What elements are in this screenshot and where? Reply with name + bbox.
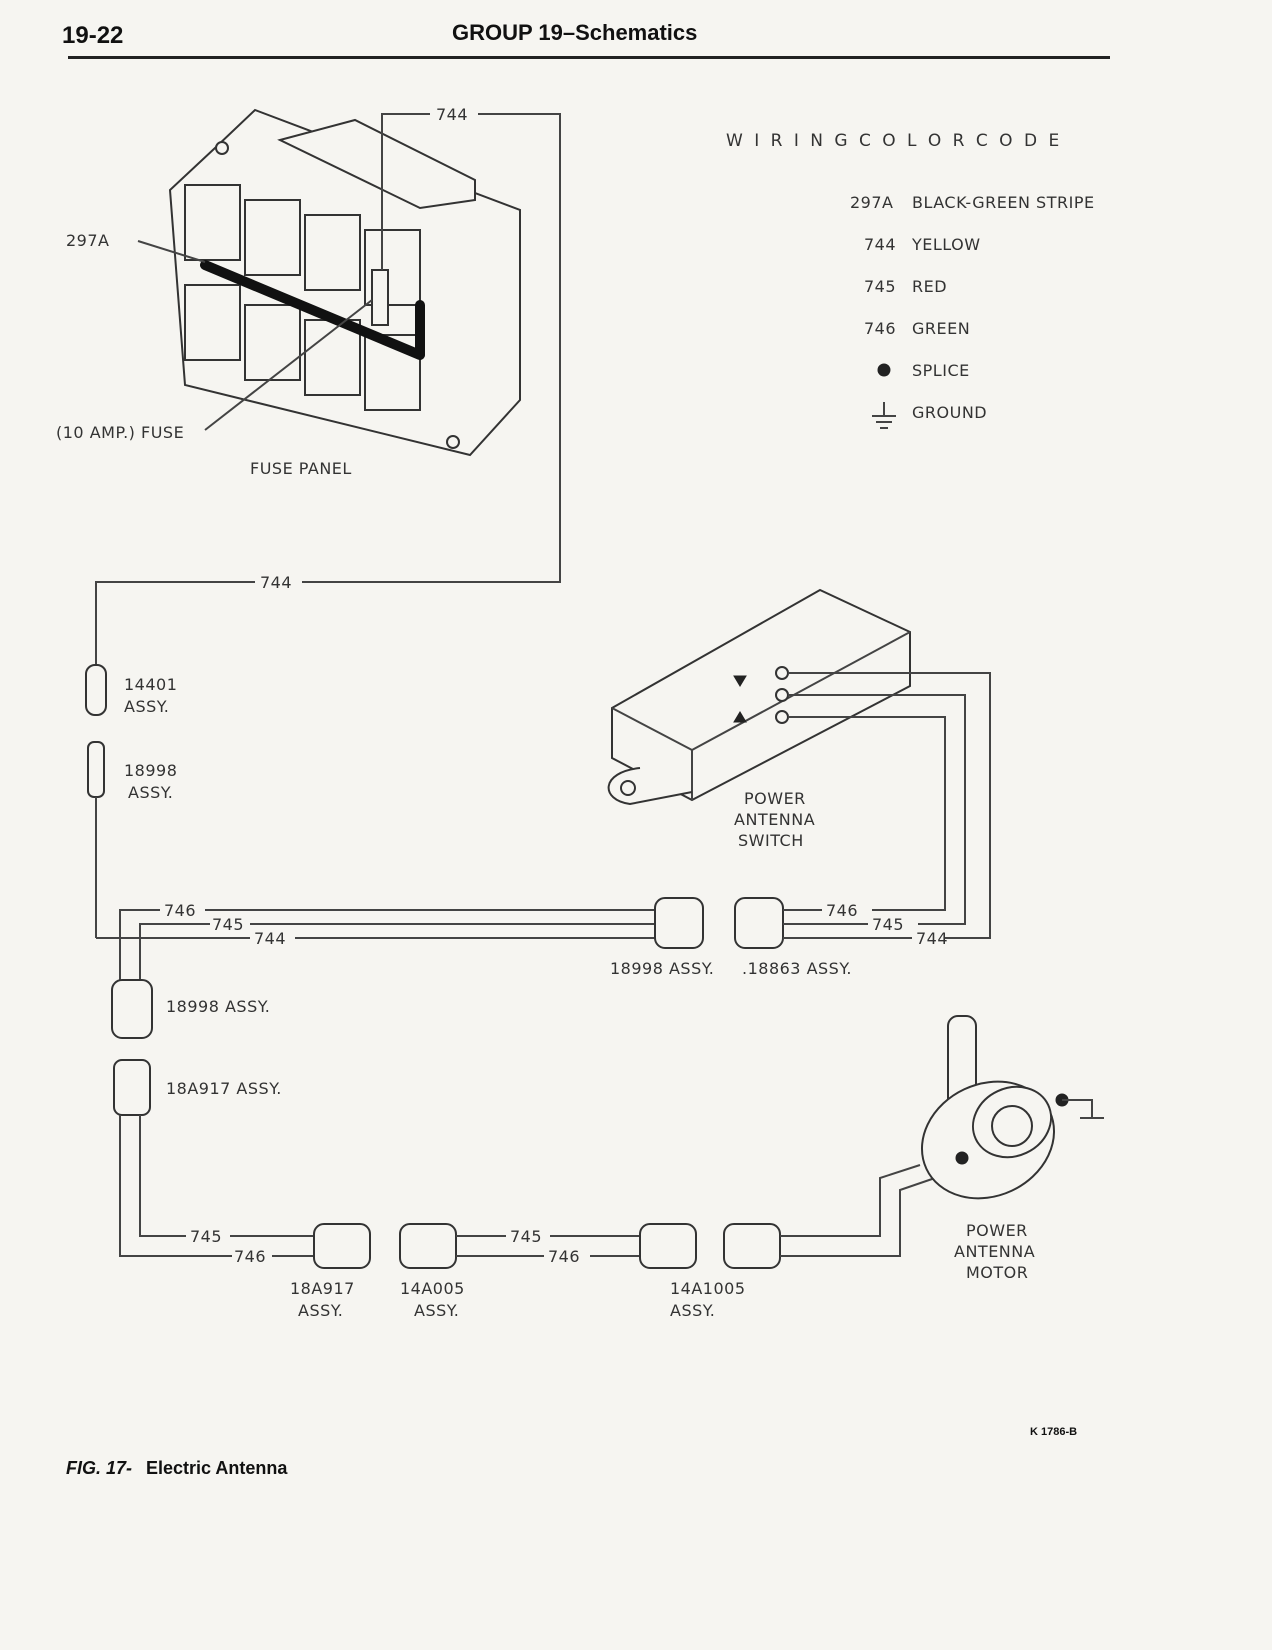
wire-746-to-motor	[780, 1177, 936, 1257]
wire-744-run	[302, 113, 561, 583]
motor-wire-splice-icon	[955, 1151, 969, 1165]
fuse-leader	[204, 299, 373, 431]
legend-ground: GROUND	[912, 403, 987, 422]
wire-745-switch	[788, 694, 966, 925]
connector-14a005-num: 14A005	[400, 1279, 465, 1298]
figure-caption-text: Electric Antenna	[146, 1458, 288, 1478]
figure-reference-code: K 1786-B	[1030, 1426, 1078, 1438]
header-rule	[68, 56, 1110, 59]
wire-746-left-label: 746	[164, 901, 196, 920]
connector-14a1005-bottom	[639, 1223, 697, 1269]
connector-18998-assy: ASSY.	[128, 783, 173, 802]
figure-label: FIG. 17-	[66, 1458, 133, 1478]
legend-splice: SPLICE	[912, 361, 970, 380]
wire-745-to-motor	[780, 1164, 921, 1237]
fuse-panel	[168, 108, 521, 457]
power-antenna-motor	[920, 1015, 1104, 1200]
connector-18a917-left	[113, 1059, 151, 1116]
wire-744-down	[95, 581, 255, 665]
wire-744-mid-label: 744	[260, 573, 292, 592]
splice-icon	[877, 363, 891, 377]
motor-label-line3: MOTOR	[966, 1263, 1028, 1282]
switch-label-line2: ANTENNA	[734, 810, 815, 829]
wire-745-right-label: 745	[872, 915, 904, 934]
wire-745-bottom-label: 745	[190, 1227, 222, 1246]
fuse-label: (10 AMP.) FUSE	[56, 423, 184, 442]
wire-746-bottom-right-label: 746	[548, 1247, 580, 1266]
connector-18998-left	[111, 979, 153, 1039]
switch-label-line3: SWITCH	[738, 831, 804, 850]
connector-18998-mid	[654, 897, 704, 949]
wire-745-mid-left	[139, 923, 210, 988]
page-title: GROUP 19–Schematics	[452, 20, 698, 45]
fuse-panel-label: FUSE PANEL	[250, 459, 352, 478]
wire-744-fuse-lead	[381, 113, 430, 270]
wire-744-top-label: 744	[436, 105, 468, 124]
wire-745-bottom-left	[139, 1115, 186, 1237]
connector-18a917-left-label: 18A917 ASSY.	[166, 1079, 282, 1098]
legend-color-746: GREEN	[912, 319, 970, 338]
fuse-icon	[371, 269, 389, 326]
legend-code-297a: 297A	[850, 193, 893, 212]
connector-14401-num: 14401	[124, 675, 177, 694]
legend-code-744: 744	[864, 235, 896, 254]
switch-up-arrow-icon	[733, 711, 747, 723]
connector-18a917-assy: ASSY.	[298, 1301, 343, 1320]
wire-745-bottom-right-label: 745	[510, 1227, 542, 1246]
wire-744-left-label: 744	[254, 929, 286, 948]
legend-code-745: 745	[864, 277, 896, 296]
connector-14401	[85, 664, 107, 716]
connector-18863-mid	[734, 897, 784, 949]
connector-18998-left-label: 18998 ASSY.	[166, 997, 270, 1016]
wire-746-mid-left	[119, 909, 160, 988]
motor-ground-lead	[1062, 1099, 1093, 1118]
legend-color-745: RED	[912, 277, 947, 296]
wire-746-bottom-label: 746	[234, 1247, 266, 1266]
wire-744-switch	[788, 672, 991, 939]
legend-color-744: YELLOW	[911, 235, 981, 254]
figure-caption: FIG. 17- Electric Antenna	[66, 1458, 287, 1479]
connector-motor-plug	[723, 1223, 781, 1269]
wire-746-switch	[788, 716, 946, 911]
connector-14a1005-num: 14A1005	[670, 1279, 746, 1298]
fuse-panel-tab	[277, 118, 476, 210]
connector-18863-mid-label: .18863 ASSY.	[742, 959, 852, 978]
wire-297a-leader	[137, 240, 206, 263]
connector-18998-mid-label: 18998 ASSY.	[610, 959, 714, 978]
connector-14401-assy: ASSY.	[124, 697, 169, 716]
motor-label-line1: POWER	[966, 1221, 1028, 1240]
connector-14a1005-assy: ASSY.	[670, 1301, 715, 1320]
bus-bar	[200, 260, 425, 360]
connector-18998	[87, 741, 105, 798]
ground-icon	[872, 402, 896, 429]
connector-18a917-num: 18A917	[290, 1279, 355, 1298]
motor-label-line2: ANTENNA	[954, 1242, 1035, 1261]
wire-746-bottom-left	[119, 1115, 232, 1257]
legend-title: W I R I N G C O L O R C O D E	[726, 131, 1062, 151]
wire-744-right-label: 744	[916, 929, 948, 948]
wire-297a-label: 297A	[66, 231, 109, 250]
connector-14a005-assy: ASSY.	[414, 1301, 459, 1320]
power-antenna-switch	[607, 588, 911, 806]
connector-18a917-bottom	[313, 1223, 371, 1269]
switch-down-arrow-icon	[733, 675, 747, 687]
legend-color-297a: BLACK-GREEN STRIPE	[912, 193, 1095, 212]
connector-14a005-bottom	[399, 1223, 457, 1269]
page-number: 19-22	[62, 22, 124, 49]
wire-746-right-label: 746	[826, 901, 858, 920]
switch-label-line1: POWER	[744, 789, 806, 808]
legend-code-746: 746	[864, 319, 896, 338]
connector-18998-num: 18998	[124, 761, 177, 780]
wire-745-left-label: 745	[212, 915, 244, 934]
